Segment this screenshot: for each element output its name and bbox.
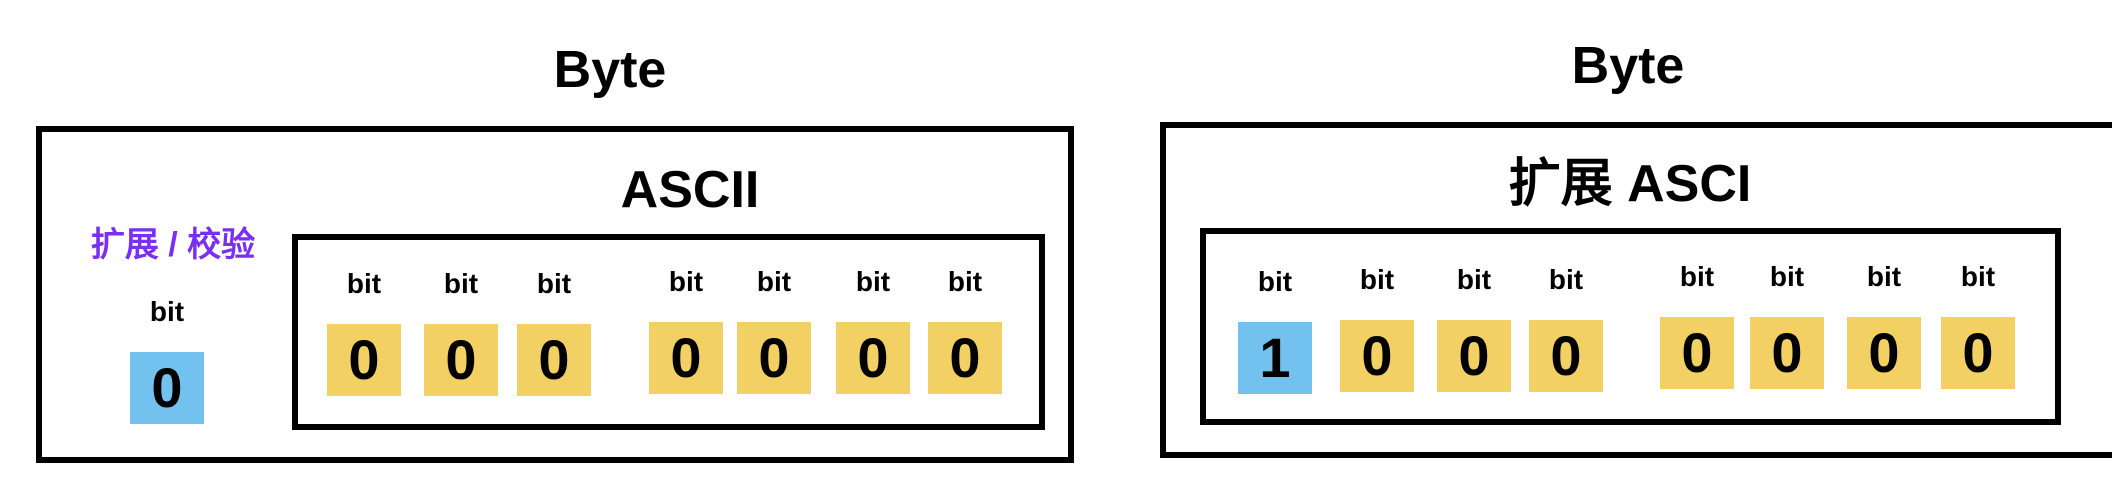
right-bit-label: bit xyxy=(1960,261,1996,292)
right-bit-cell: 0 xyxy=(1340,320,1414,392)
left-bit-cell: 0 xyxy=(928,322,1002,394)
left-byte-title: Byte xyxy=(553,41,667,99)
left-bit-cell: 0 xyxy=(327,324,401,396)
right-bit-label: bit xyxy=(1679,261,1715,292)
right-bit-cell: 0 xyxy=(1529,320,1603,392)
right-bit-cell: 0 xyxy=(1750,317,1824,389)
extension-parity-label: 扩展 / 校验 xyxy=(90,226,256,264)
left-bit-cell: 0 xyxy=(424,324,498,396)
right-bit-cell: 0 xyxy=(1941,317,2015,389)
right-bit-label: bit xyxy=(1257,266,1293,297)
left-bit-label: bit xyxy=(536,268,572,299)
right-bit-cell: 0 xyxy=(1847,317,1921,389)
left-ascii-title: ASCII xyxy=(620,161,760,219)
left-bit-label: bit xyxy=(756,266,792,297)
left-bit-label: bit xyxy=(668,266,704,297)
right-bit-label: bit xyxy=(1866,261,1902,292)
left-byte-box xyxy=(36,126,1074,463)
right-byte-title: Byte xyxy=(1571,37,1685,95)
right-bit-label: bit xyxy=(1359,264,1395,295)
left-bit-label: bit xyxy=(346,268,382,299)
right-bit-label: bit xyxy=(1456,264,1492,295)
side-bit-cell: 0 xyxy=(130,352,204,424)
left-bit-cell: 0 xyxy=(517,324,591,396)
right-bit-label: bit xyxy=(1548,264,1584,295)
right-bit-label: bit xyxy=(1769,261,1805,292)
side-bit-label: bit xyxy=(149,296,185,327)
extended-bits-box xyxy=(1200,228,2061,425)
left-bit-label: bit xyxy=(443,268,479,299)
right-bit-cell: 0 xyxy=(1437,320,1511,392)
left-bit-label: bit xyxy=(855,266,891,297)
left-bit-cell: 0 xyxy=(737,322,811,394)
right-bit-cell: 1 xyxy=(1238,322,1312,394)
left-bit-cell: 0 xyxy=(649,322,723,394)
ascii-bits-box xyxy=(292,234,1045,430)
left-bit-cell: 0 xyxy=(836,322,910,394)
right-bit-cell: 0 xyxy=(1660,317,1734,389)
extended-ascii-title: 扩展 ASCI xyxy=(1508,155,1752,213)
left-bit-label: bit xyxy=(947,266,983,297)
right-byte-box xyxy=(1160,122,2112,458)
